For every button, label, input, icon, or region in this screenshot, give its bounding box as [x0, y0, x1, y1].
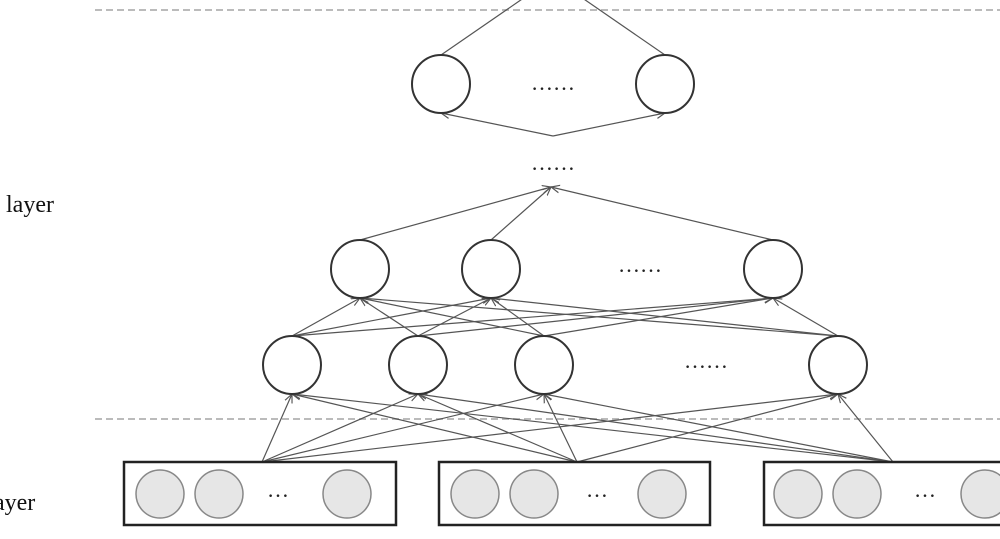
edge-top-left-out [440, 0, 522, 56]
input-box-3: … [762, 460, 1000, 527]
input-1-node-1 [135, 469, 185, 519]
edge-input-to-h1 [544, 394, 894, 463]
edge-top-right-out [584, 0, 666, 56]
edge-h2-to-upper [551, 187, 774, 241]
hidden-layer-label: layer [6, 192, 54, 218]
edge-to-top-left [441, 113, 554, 137]
edge-h1-to-h2 [291, 298, 773, 337]
edge-h1-to-h2 [291, 298, 491, 337]
edge-input-to-h1 [576, 394, 838, 463]
h2-ellipsis: …… [618, 252, 662, 277]
input-2-node-1 [450, 469, 500, 519]
input-1-ellipsis: … [267, 477, 289, 502]
top-node-left [411, 54, 471, 114]
edge-input-to-h1 [261, 394, 418, 463]
input-3-ellipsis: … [914, 477, 936, 502]
edge-h1-to-h2 [291, 298, 360, 337]
input-box-2: … [437, 460, 712, 527]
input-3-node-2 [832, 469, 882, 519]
input-2-node-2 [509, 469, 559, 519]
input-layer-label: ayer [0, 490, 36, 516]
edge-input-to-h1 [838, 394, 894, 463]
edge-input-to-h1 [418, 394, 578, 463]
input-2-ellipsis: … [586, 477, 608, 502]
edge-h1-to-h2 [360, 298, 419, 337]
h1-node-3 [514, 335, 574, 395]
top-node-right [635, 54, 695, 114]
edge-input-to-h1 [292, 394, 894, 463]
h2-node-2 [461, 239, 521, 299]
edge-h1-to-h2 [773, 298, 839, 337]
edges-group [261, 0, 894, 463]
edge-h1-to-h2 [543, 298, 773, 337]
input-2-node-3 [637, 469, 687, 519]
h1-ellipsis: …… [684, 348, 728, 373]
edge-h1-to-h2 [491, 298, 545, 337]
edge-input-to-h1 [418, 394, 894, 463]
edge-to-top-right [552, 113, 665, 137]
hidden-layer-1: …… [262, 335, 868, 395]
edge-h1-to-h2 [491, 298, 839, 337]
h1-node-2 [388, 335, 448, 395]
edge-h2-to-upper [490, 187, 551, 241]
input-box-1: … [122, 460, 398, 527]
input-1-node-3 [322, 469, 372, 519]
edge-h1-to-h2 [360, 298, 839, 337]
edge-input-to-h1 [261, 394, 544, 463]
edge-input-to-h1 [261, 394, 292, 463]
h2-node-1 [330, 239, 390, 299]
input-3-node-3 [960, 469, 1000, 519]
edge-h2-to-upper [359, 187, 551, 241]
input-3-node-1 [773, 469, 823, 519]
edge-h1-to-h2 [360, 298, 545, 337]
edge-input-to-h1 [261, 394, 838, 463]
h1-node-4 [808, 335, 868, 395]
input-1-node-2 [194, 469, 244, 519]
edge-input-to-h1 [544, 394, 578, 463]
h1-node-1 [262, 335, 322, 395]
top-layer: …… [411, 54, 695, 114]
hidden-layer-2: …… [330, 239, 803, 299]
top-layer-ellipsis: …… [531, 70, 575, 95]
edge-input-to-h1 [292, 394, 578, 463]
middle-ellipsis: …… [531, 150, 575, 175]
h2-node-3 [743, 239, 803, 299]
